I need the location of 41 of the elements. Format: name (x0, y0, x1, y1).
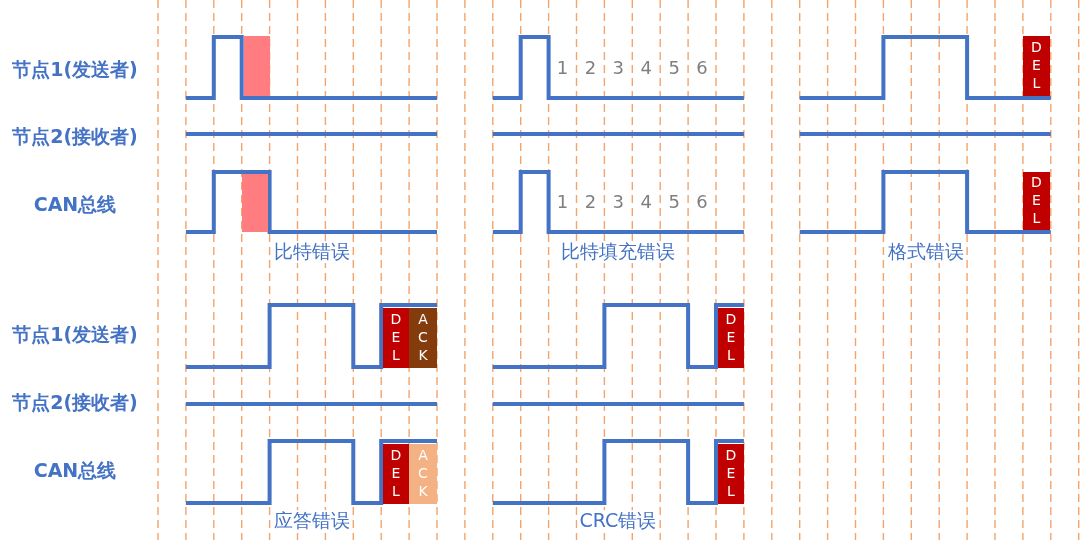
bit-number: 3 (612, 57, 625, 79)
field-box (718, 444, 744, 504)
field-label: DEL (724, 447, 738, 501)
bit-number: 5 (668, 57, 680, 79)
row-label: CAN总线 (33, 194, 117, 216)
panel-caption: 比特填充错误 (559, 241, 677, 263)
field-box (1023, 36, 1050, 96)
field-label: DEL (389, 447, 403, 501)
field-box (718, 308, 744, 368)
bit-number: 1 (556, 57, 569, 79)
panel-caption: CRC错误 (577, 510, 659, 532)
field-box (409, 444, 437, 504)
field-box (409, 308, 437, 368)
bit-number: 6 (696, 57, 708, 79)
bit-number: 1 (556, 191, 569, 213)
bit-number: 2 (584, 57, 597, 79)
panel-caption: 应答错误 (272, 510, 352, 532)
field-box (383, 444, 409, 504)
row-label: 节点2(接收者) (12, 392, 138, 414)
field-label: DEL (1029, 39, 1044, 93)
highlight-block (242, 174, 268, 232)
field-label: ACK (416, 311, 430, 365)
bit-number: 4 (640, 191, 652, 213)
field-box (383, 308, 409, 368)
field-label: DEL (1029, 174, 1044, 228)
bit-number: 3 (612, 191, 625, 213)
panel-caption: 比特错误 (272, 241, 352, 263)
bit-number: 6 (696, 191, 708, 213)
bit-number: 5 (668, 191, 680, 213)
highlight-block (244, 36, 270, 96)
bit-number: 2 (584, 191, 597, 213)
field-label: DEL (389, 311, 403, 365)
row-label: 节点1(发送者) (12, 59, 138, 81)
panel-caption: 格式错误 (886, 241, 966, 263)
bit-number: 4 (640, 57, 652, 79)
field-box (1023, 172, 1050, 230)
field-label: DEL (724, 311, 738, 365)
row-label: 节点1(发送者) (12, 324, 138, 346)
row-label: 节点2(接收者) (12, 126, 138, 148)
field-label: ACK (416, 447, 430, 501)
row-label: CAN总线 (33, 460, 117, 482)
